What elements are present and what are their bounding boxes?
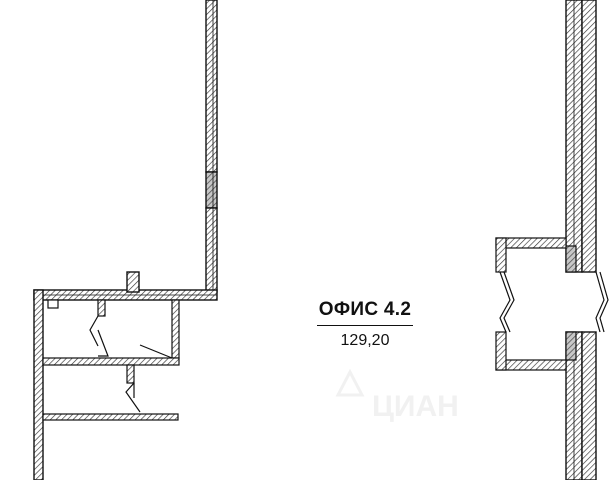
door-swing-2 [139,344,173,359]
window-niche [495,237,609,371]
left-rooms [42,299,180,421]
room-label: ОФИС 4.2 129,20 [290,298,440,351]
wall-center-vertical [205,0,218,293]
wall-left-outer [33,289,44,480]
door-swing-1 [97,329,109,357]
window-zigzag-left [499,271,511,333]
window-zigzag-right [595,271,605,333]
door-swing-3 [125,382,141,413]
room-label-divider [317,325,413,326]
watermark-logo-icon [335,368,365,397]
room-name: ОФИС 4.2 [318,299,412,320]
watermark: ЦИАН [335,368,459,423]
watermark-text: ЦИАН [372,390,459,423]
room-area: 129,20 [340,332,390,349]
wall-right-exterior [565,0,597,480]
wall-horizontal-upper [33,271,218,309]
